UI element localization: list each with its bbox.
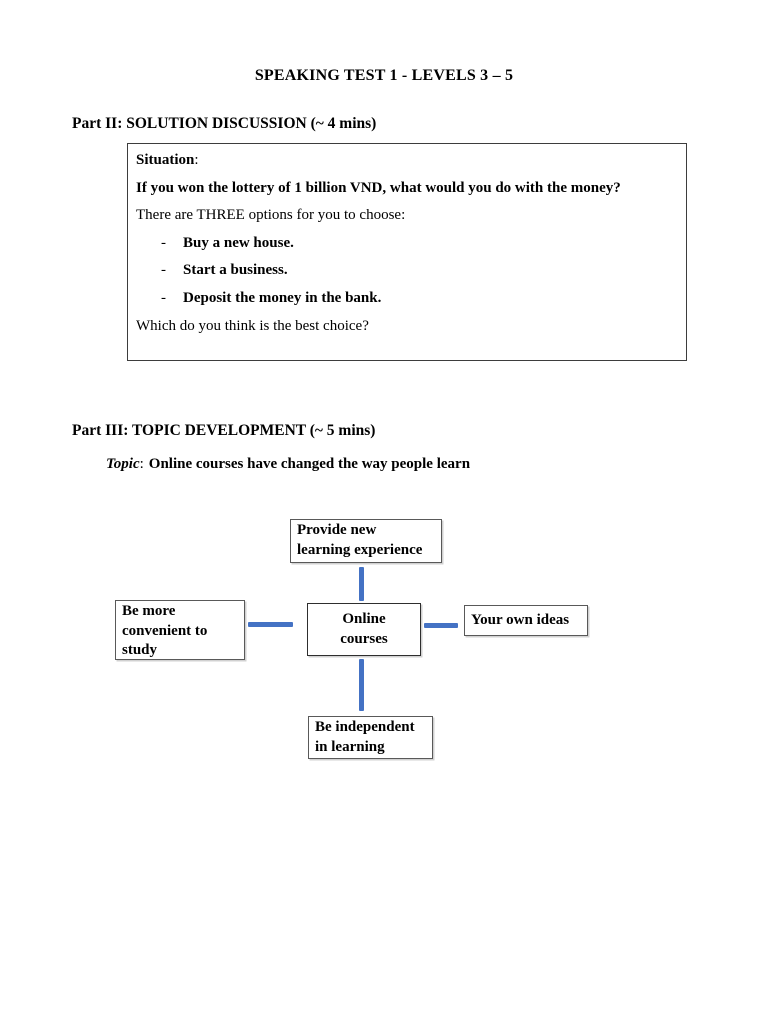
diagram-box-be-more-convenient-to-study: Be more convenient to study <box>115 600 245 660</box>
option-text: Deposit the money in the bank. <box>183 289 382 306</box>
diagram-box-online-courses: Online courses <box>307 603 421 656</box>
situation-label-row: Situation: <box>136 147 678 175</box>
topic-label: Topic <box>106 456 140 472</box>
connector-top <box>359 567 364 601</box>
part3-heading: Part III: TOPIC DEVELOPMENT (~ 5 mins) <box>72 422 376 439</box>
diagram-box-be-independent-in-learning: Be independent in learning <box>308 716 433 759</box>
diagram-box-provide-new-learning-experience: Provide new learning experience <box>290 519 442 563</box>
page-title: SPEAKING TEST 1 - LEVELS 3 – 5 <box>254 67 514 84</box>
connector-bottom <box>359 659 364 711</box>
diagram-center-label: Online courses <box>340 611 388 647</box>
situation-intro: There are THREE options for you to choos… <box>136 207 406 224</box>
connector-right <box>424 623 458 628</box>
option-text: Buy a new house. <box>183 234 294 251</box>
situation-question: If you won the lottery of 1 billion VND,… <box>136 179 621 196</box>
topic-line: Topic:Online courses have changed the wa… <box>106 456 470 473</box>
option-item: - Deposit the money in the bank. <box>161 285 678 313</box>
situation-closing: Which do you think is the best choice? <box>136 317 369 334</box>
option-text: Start a business. <box>183 262 288 279</box>
connector-left <box>248 622 293 627</box>
part2-heading: Part II: SOLUTION DISCUSSION (~ 4 mins) <box>72 115 377 132</box>
topic-colon: : <box>139 456 144 472</box>
diagram-right-label: Your own ideas <box>471 611 570 628</box>
option-item: - Start a business. <box>161 257 678 285</box>
option-dash: - <box>161 234 166 251</box>
situation-label: Situation <box>136 152 195 168</box>
situation-label-colon: : <box>194 152 199 168</box>
situation-box: Situation: If you won the lottery of 1 b… <box>127 143 687 361</box>
option-dash: - <box>161 289 166 306</box>
option-item: - Buy a new house. <box>161 230 678 258</box>
diagram-box-your-own-ideas: Your own ideas <box>464 605 588 636</box>
topic-text: Online courses have changed the way peop… <box>148 456 471 472</box>
option-dash: - <box>161 262 166 279</box>
